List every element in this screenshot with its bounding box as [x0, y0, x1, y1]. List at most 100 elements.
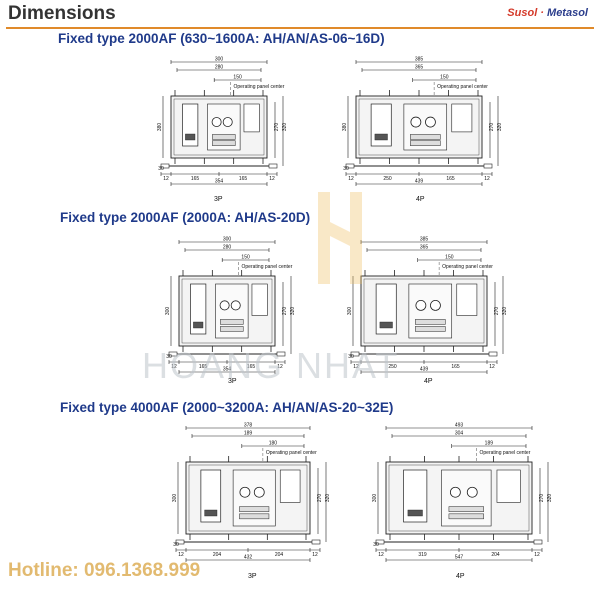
mounting-foot-left: [160, 163, 170, 169]
right-dim-label: 270: [489, 123, 495, 132]
view-label-s2-3p: 3P: [228, 378, 237, 385]
watermark-logo-icon: [318, 192, 362, 284]
panel-center-note: Operating panel center: [437, 84, 488, 90]
view-label-s3-4p: 4P: [456, 573, 465, 580]
right-dim-label: 320: [547, 494, 553, 503]
bottom-dim-label: 12: [277, 364, 283, 370]
indicator-window: [448, 513, 484, 520]
breaker-inner-frame: [363, 278, 485, 344]
left-dim-label: 30: [173, 542, 179, 548]
indicator-window: [410, 134, 441, 140]
left-dim-label: 30: [158, 166, 164, 172]
bottom-dim-label: 12: [163, 176, 169, 182]
watermark-text: HOANG NHAT: [142, 345, 400, 386]
button-off-icon: [230, 300, 241, 311]
button-off-icon: [222, 117, 233, 128]
total-dim-label: 354: [223, 367, 232, 373]
panel-center-note: Operating panel center: [242, 264, 293, 270]
view-label-s1-4p: 4P: [416, 196, 425, 203]
top-dim-label: 150: [233, 75, 242, 81]
view-label-s3-3p: 3P: [248, 573, 257, 580]
breaker-inner-frame: [188, 464, 308, 532]
left-dim-label: 300: [165, 307, 171, 316]
bottom-dim-label: 165: [191, 176, 200, 182]
brand-logo: Susol · Metasol: [507, 7, 588, 19]
top-dim-label: 189: [244, 431, 253, 437]
mounting-foot-right: [533, 539, 543, 545]
top-dim-label: 304: [455, 431, 464, 437]
right-dim-label: 270: [274, 123, 280, 132]
bottom-dim-label: 250: [388, 364, 397, 370]
left-dim-label: 300: [372, 494, 378, 503]
right-dim-label: 270: [317, 494, 323, 503]
breaker-inner-frame: [173, 98, 265, 156]
left-dim-label: 300: [172, 494, 178, 503]
button-on-icon: [410, 116, 422, 128]
handle-grip: [193, 321, 204, 329]
trip-unit: [496, 469, 521, 503]
top-dim-label: 150: [440, 75, 449, 81]
bottom-dim-label: 204: [275, 552, 284, 558]
bottom-dim-label: 204: [491, 552, 500, 558]
indicator-window: [410, 140, 441, 146]
handle-slot: [190, 283, 207, 335]
right-dim-label: 320: [290, 307, 296, 316]
bottom-dim-label: 12: [534, 552, 540, 558]
indicator-window: [448, 506, 484, 512]
hotline-text: Hotline: 096.1368.999: [8, 560, 201, 581]
mounting-foot-left: [168, 351, 178, 357]
top-dim-label: 300: [223, 237, 232, 243]
handle-grip: [374, 133, 388, 141]
right-dim-label: 320: [497, 123, 503, 132]
left-dim-label: 30: [373, 542, 379, 548]
bottom-dim-label: 165: [446, 176, 455, 182]
right-dim-label: 320: [325, 494, 331, 503]
page-title: Dimensions: [8, 3, 116, 24]
right-dim-label: 270: [282, 307, 288, 316]
section-title-2: Fixed type 2000AF (2000A: AH/AS-20D): [60, 210, 311, 225]
button-on-icon: [211, 117, 222, 128]
bottom-dim-label: 12: [171, 364, 177, 370]
mounting-foot-right: [268, 163, 278, 169]
indicator-window: [239, 513, 270, 520]
top-dim-label: 365: [415, 65, 424, 71]
bottom-dim-label: 12: [312, 552, 318, 558]
button-off-icon: [466, 486, 478, 498]
section-title-1: Fixed type 2000AF (630~1600A: AH/AN/AS-0…: [58, 31, 385, 46]
top-dim-label: 280: [223, 245, 232, 251]
bottom-dim-label: 12: [269, 176, 275, 182]
bottom-dim-label: 250: [383, 176, 392, 182]
breaker-inner-frame: [358, 98, 480, 156]
bottom-dim-label: 12: [378, 552, 384, 558]
total-dim-label: 439: [420, 367, 429, 373]
mounting-foot-left: [375, 539, 385, 545]
trip-unit: [279, 469, 301, 503]
button-off-icon: [253, 486, 265, 498]
indicator-window: [212, 140, 236, 146]
bottom-dim-label: 12: [178, 552, 184, 558]
left-dim-label: 380: [157, 123, 163, 132]
left-dim-label: 30: [348, 354, 354, 360]
trip-unit: [456, 283, 478, 316]
left-dim-label: 30: [166, 354, 172, 360]
indicator-window: [212, 134, 236, 140]
bottom-dim-label: 165: [451, 364, 460, 370]
trip-unit: [451, 103, 473, 133]
view-label-s1-3p: 3P: [214, 196, 223, 203]
total-dim-label: 439: [415, 179, 424, 185]
button-on-icon: [449, 486, 461, 498]
mounting-foot-right: [311, 539, 321, 545]
breaker-inner-frame: [388, 464, 530, 532]
indicator-window: [415, 326, 446, 332]
top-dim-label: 493: [455, 423, 464, 429]
mounting-foot-right: [488, 351, 498, 357]
brand-metasol: Metasol: [547, 7, 588, 19]
top-dim-label: 280: [215, 65, 224, 71]
bottom-dim-label: 204: [213, 552, 222, 558]
mounting-foot-right: [276, 351, 286, 357]
bottom-dim-label: 12: [353, 364, 359, 370]
top-dim-label: 378: [244, 423, 253, 429]
top-dim-label: 385: [415, 57, 424, 63]
